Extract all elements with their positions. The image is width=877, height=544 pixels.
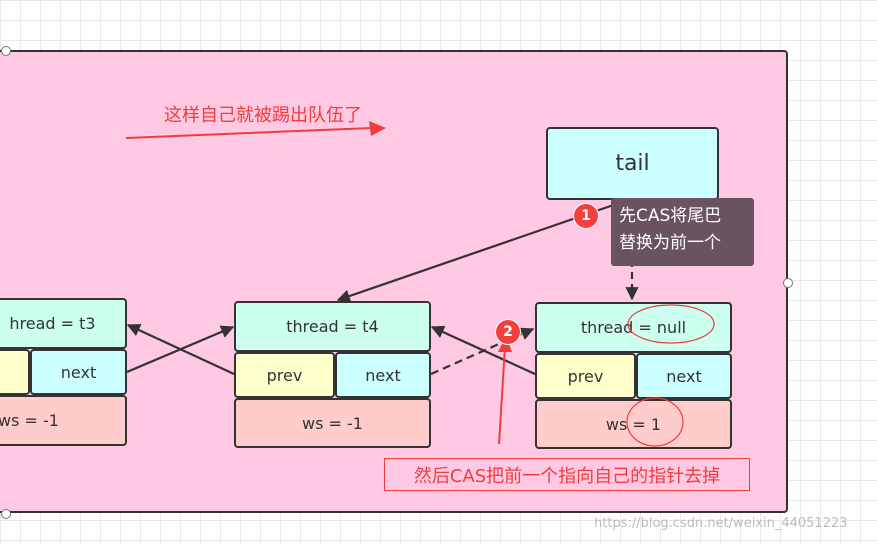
red-vertical-arrow xyxy=(498,345,506,445)
node-t4-next[interactable]: next xyxy=(335,352,431,398)
resize-handle-bottom-left[interactable] xyxy=(1,509,11,519)
node-null-next[interactable]: next xyxy=(636,353,732,399)
node-null-prev[interactable]: prev xyxy=(535,353,636,399)
highlight-circle-null xyxy=(627,304,715,344)
node-t4-prev[interactable]: prev xyxy=(234,352,335,398)
node-null-next-label: next xyxy=(666,366,702,386)
node-t3-next[interactable]: next xyxy=(30,349,127,395)
node-t4-next-label: next xyxy=(365,365,401,385)
node-null-thread[interactable]: thread = null xyxy=(535,302,732,353)
tail-label: tail xyxy=(615,151,650,176)
resize-handle-right[interactable] xyxy=(783,278,793,288)
node-t4-thread-label: thread = t4 xyxy=(286,317,379,336)
arrow-t4-prev-to-t3 xyxy=(126,323,235,375)
node-t4-thread[interactable]: thread = t4 xyxy=(234,301,431,352)
node-null-prev-label: prev xyxy=(567,366,604,386)
node-t4-ws-label: ws = -1 xyxy=(302,413,363,433)
highlight-circle-ws xyxy=(626,397,684,447)
step1-tip-line2: 替换为前一个 xyxy=(619,233,721,253)
node-t3-prev[interactable] xyxy=(0,349,30,395)
node-t3-next-label: next xyxy=(60,362,97,382)
resize-handle-top-left[interactable] xyxy=(1,46,11,56)
step1-tip-line1: 先CAS将尾巴 xyxy=(619,206,722,226)
top-note: 这样自己就被踢出队伍了 xyxy=(164,105,362,126)
step1-badge: 1 xyxy=(573,203,599,229)
node-null-thread-label: thread = null xyxy=(580,318,687,337)
node-t3-ws[interactable]: ws = -1 xyxy=(0,395,127,446)
bottom-note: 然后CAS把前一个指向自己的指针去掉 xyxy=(384,458,750,491)
node-t4-ws[interactable]: ws = -1 xyxy=(234,398,431,448)
node-t4-prev-label: prev xyxy=(266,365,303,385)
step2-badge: 2 xyxy=(495,319,521,345)
node-null-ws-label: ws = 1 xyxy=(605,414,662,434)
node-t3-thread-label: hread = t3 xyxy=(9,314,96,333)
step1-tip: 先CAS将尾巴 替换为前一个 xyxy=(611,198,754,266)
tail-box[interactable]: tail xyxy=(546,127,719,200)
red-underline-arrowhead xyxy=(369,121,386,136)
node-t3-thread[interactable]: hread = t3 xyxy=(0,298,127,349)
watermark: https://blog.csdn.net/weixin_44051223 xyxy=(594,516,848,531)
arrow-null-prev-to-t4 xyxy=(430,325,536,376)
red-underline-arrow xyxy=(125,127,373,139)
node-t3-ws-label: ws = -1 xyxy=(0,411,59,430)
